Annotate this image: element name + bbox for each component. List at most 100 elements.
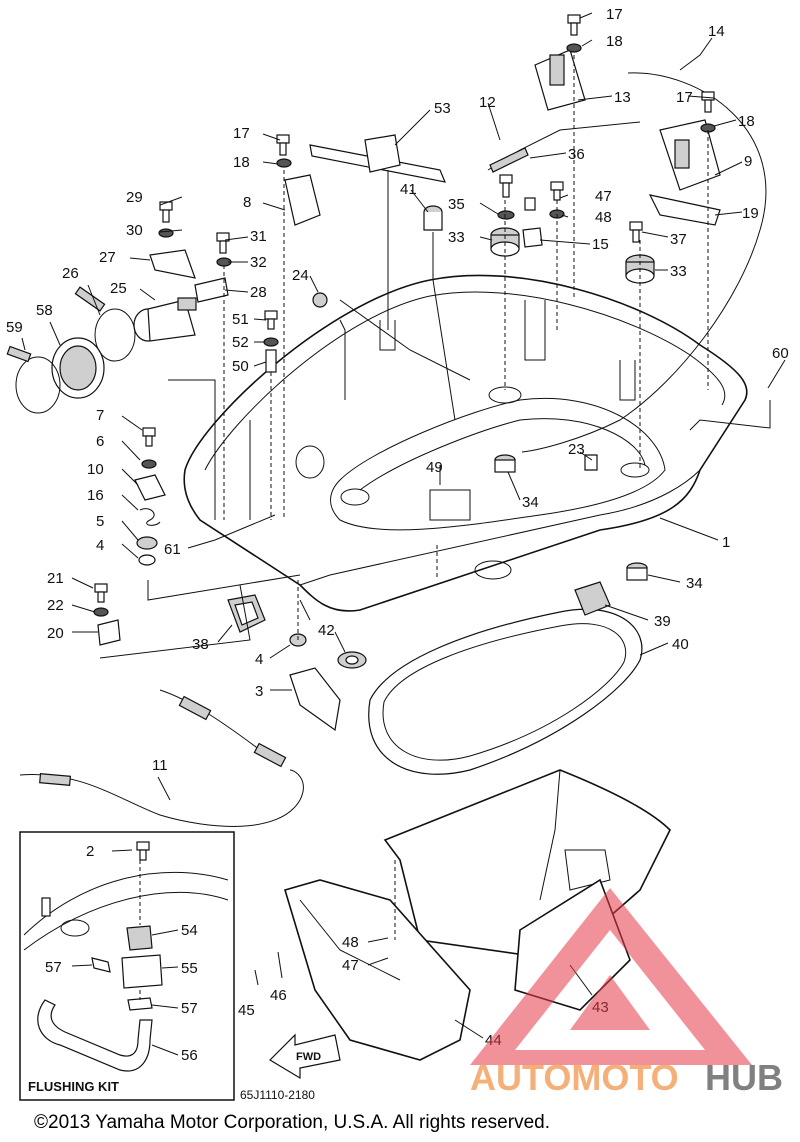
label-14: 14 (708, 23, 725, 40)
grommet-34-right (626, 562, 648, 581)
label-35: 35 (448, 196, 465, 213)
label-46: 46 (270, 987, 287, 1004)
grommet-42 (337, 651, 367, 669)
label-34-right: 34 (686, 575, 703, 592)
label-3: 3 (255, 683, 263, 700)
label-17-top: 17 (606, 6, 623, 23)
label-26: 26 (62, 265, 79, 282)
label-22: 22 (47, 597, 64, 614)
cable-14 (521, 72, 767, 453)
label-38: 38 (192, 636, 209, 653)
label-1: 1 (722, 534, 730, 551)
clamp-26 (74, 286, 136, 362)
label-30: 30 (126, 222, 143, 239)
label-8: 8 (243, 194, 251, 211)
label-31: 31 (250, 228, 267, 245)
diagram-code: 65J1110-2180 (240, 1088, 315, 1102)
label-61: 61 (164, 541, 181, 558)
cable-11-upper (159, 689, 261, 751)
flushing-kit-labels: 2 54 57 55 57 56 FLUSHING KIT (28, 843, 198, 1094)
part-labels: 17 18 14 13 17 18 12 53 36 9 17 18 41 29… (6, 6, 789, 774)
label-4-center: 4 (255, 651, 263, 668)
label-17-right: 17 (676, 89, 693, 106)
watermark-brand-hub: HUB (705, 1057, 783, 1098)
label-16: 16 (87, 487, 104, 504)
label-57-right: 57 (181, 1000, 198, 1017)
watermark-brand-auto: AUTOMOTO (470, 1057, 679, 1098)
label-18-right: 18 (738, 113, 755, 130)
label-6: 6 (96, 433, 104, 450)
bracket-27 (149, 249, 196, 279)
label-28: 28 (250, 284, 267, 301)
bracket-9 (659, 119, 721, 191)
flushing-kit-title: FLUSHING KIT (28, 1079, 119, 1094)
grommet-38 (227, 594, 266, 633)
label-40: 40 (672, 636, 689, 653)
cable-11 (19, 769, 304, 827)
fwd-arrow (269, 1033, 341, 1080)
label-18-left: 18 (233, 154, 250, 171)
label-17-left: 17 (233, 125, 250, 142)
label-20: 20 (47, 625, 64, 642)
automotohub-watermark (470, 888, 752, 1065)
clamp-58 (51, 337, 105, 399)
label-37: 37 (670, 231, 687, 248)
label-33-left: 33 (448, 229, 465, 246)
bottom-cowling-body (183, 274, 748, 621)
bracket-8 (284, 174, 321, 226)
label-41: 41 (400, 181, 417, 198)
bracket-28 (194, 277, 229, 303)
label-48-bottom: 48 (342, 934, 359, 951)
grommet-34-center (494, 454, 516, 473)
label-50: 50 (232, 358, 249, 375)
label-32: 32 (250, 254, 267, 271)
label-15: 15 (592, 236, 609, 253)
label-11: 11 (152, 757, 168, 774)
plate-19 (648, 194, 721, 226)
label-34-center: 34 (522, 494, 539, 511)
switch-25 (133, 297, 197, 342)
label-54: 54 (181, 922, 198, 939)
label-59: 59 (6, 319, 23, 336)
label-48-top: 48 (595, 209, 612, 226)
label-10: 10 (87, 461, 104, 478)
cowling-seal-gasket (368, 608, 643, 775)
label-55: 55 (181, 960, 198, 977)
flushing-kit-box (19, 831, 235, 1101)
bracket-13 (534, 49, 586, 111)
label-12: 12 (479, 94, 496, 111)
apron-part-44 (284, 879, 471, 1061)
clamp-59 (6, 345, 61, 414)
watermark-triangle-icon (470, 888, 752, 1065)
copyright-text: ©2013 Yamaha Motor Corporation, U.S.A. A… (34, 1112, 550, 1133)
label-4-left: 4 (96, 537, 104, 554)
fwd-label: FWD (296, 1051, 321, 1063)
label-47-bottom: 47 (342, 957, 359, 974)
label-5: 5 (96, 513, 104, 530)
label-45: 45 (238, 1002, 255, 1019)
label-60: 60 (772, 345, 789, 362)
grommet-41 (423, 205, 443, 231)
label-23: 23 (568, 441, 585, 458)
label-19: 19 (742, 205, 759, 222)
label-13: 13 (614, 89, 631, 106)
label-7: 7 (96, 407, 104, 424)
label-9: 9 (744, 153, 752, 170)
label-29: 29 (126, 189, 143, 206)
label-25: 25 (110, 280, 127, 297)
label-56: 56 (181, 1047, 198, 1064)
label-36: 36 (568, 146, 585, 163)
label-21: 21 (47, 570, 64, 587)
label-47-top: 47 (595, 188, 612, 205)
spring-12 (487, 121, 641, 173)
label-42: 42 (318, 622, 335, 639)
label-51: 51 (232, 311, 249, 328)
label-57-left: 57 (45, 959, 62, 976)
label-27: 27 (99, 249, 116, 266)
label-2: 2 (86, 843, 94, 860)
holder-53 (309, 134, 446, 183)
label-18-top: 18 (606, 33, 623, 50)
label-33-right: 33 (670, 263, 687, 280)
label-52: 52 (232, 334, 249, 351)
hardware-bolts (93, 14, 716, 732)
